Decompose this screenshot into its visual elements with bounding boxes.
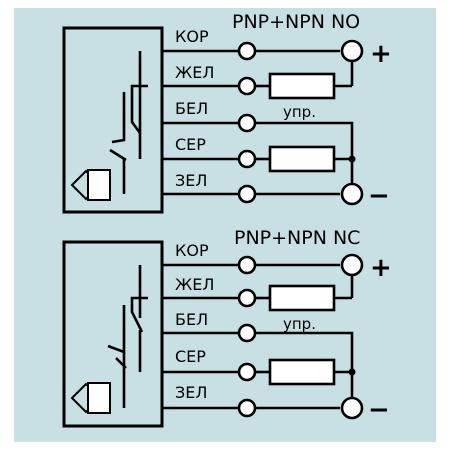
title-no: PNP+NPN NO: [232, 11, 360, 33]
terminal-ser-nc: [237, 362, 257, 382]
load-label-nc: упр.: [283, 315, 316, 333]
junction-dot-no: [348, 155, 356, 163]
switch-nc: [107, 265, 148, 408]
rail-bel-no: [254, 121, 354, 194]
terminal-minus-no: [340, 182, 364, 206]
terminal-kor-no: [237, 41, 257, 61]
sensor-symbol-icon: [70, 382, 111, 414]
terminal-bel-nc: [237, 323, 257, 343]
terminal-minus-nc: [340, 396, 364, 420]
panel-nc: PNP+NPN NC КОР ЖЕЛ БЕЛ СЕР ЗЕЛ упр. + −: [62, 227, 392, 428]
load-resistor-2: [268, 145, 336, 173]
terminal-zhel-no: [237, 76, 257, 96]
switch-no: [109, 51, 148, 194]
terminal-plus-no: [340, 39, 364, 63]
panel-no: PNP+NPN NO КОР ЖЕЛ БЕЛ СЕР ЗЕЛ упр. + −: [62, 11, 392, 214]
label-zel-no: ЗЕЛ: [175, 171, 207, 190]
label-ser-no: СЕР: [175, 135, 206, 154]
label-zhel-nc: ЖЕЛ: [175, 275, 214, 294]
plus-sign-no: +: [370, 39, 392, 69]
label-ser-nc: СЕР: [175, 347, 206, 366]
terminal-zel-no: [237, 184, 257, 204]
load-resistor-1: [268, 284, 336, 312]
minus-sign-nc: −: [368, 395, 390, 425]
plus-sign-nc: +: [370, 253, 392, 283]
label-bel-no: БЕЛ: [175, 99, 208, 118]
label-bel-nc: БЕЛ: [175, 310, 208, 329]
sensor-symbol-icon: [70, 169, 111, 201]
rail-bel-nc: [254, 331, 354, 408]
terminal-zel-nc: [237, 398, 257, 418]
label-zel-nc: ЗЕЛ: [175, 383, 207, 402]
minus-sign-no: −: [368, 181, 390, 211]
terminal-plus-nc: [340, 253, 364, 277]
label-kor-no: КОР: [175, 27, 209, 46]
load-label-no: упр.: [283, 103, 316, 121]
terminal-bel-no: [237, 113, 257, 133]
label-kor-nc: КОР: [175, 241, 209, 260]
junction-dot-nc: [348, 368, 356, 376]
terminal-zhel-nc: [237, 288, 257, 308]
title-nc: PNP+NPN NC: [234, 227, 360, 249]
terminal-kor-nc: [237, 255, 257, 275]
terminal-ser-no: [237, 149, 257, 169]
label-zhel-no: ЖЕЛ: [175, 63, 214, 82]
load-resistor-2: [268, 358, 336, 386]
load-resistor-1: [268, 72, 336, 100]
